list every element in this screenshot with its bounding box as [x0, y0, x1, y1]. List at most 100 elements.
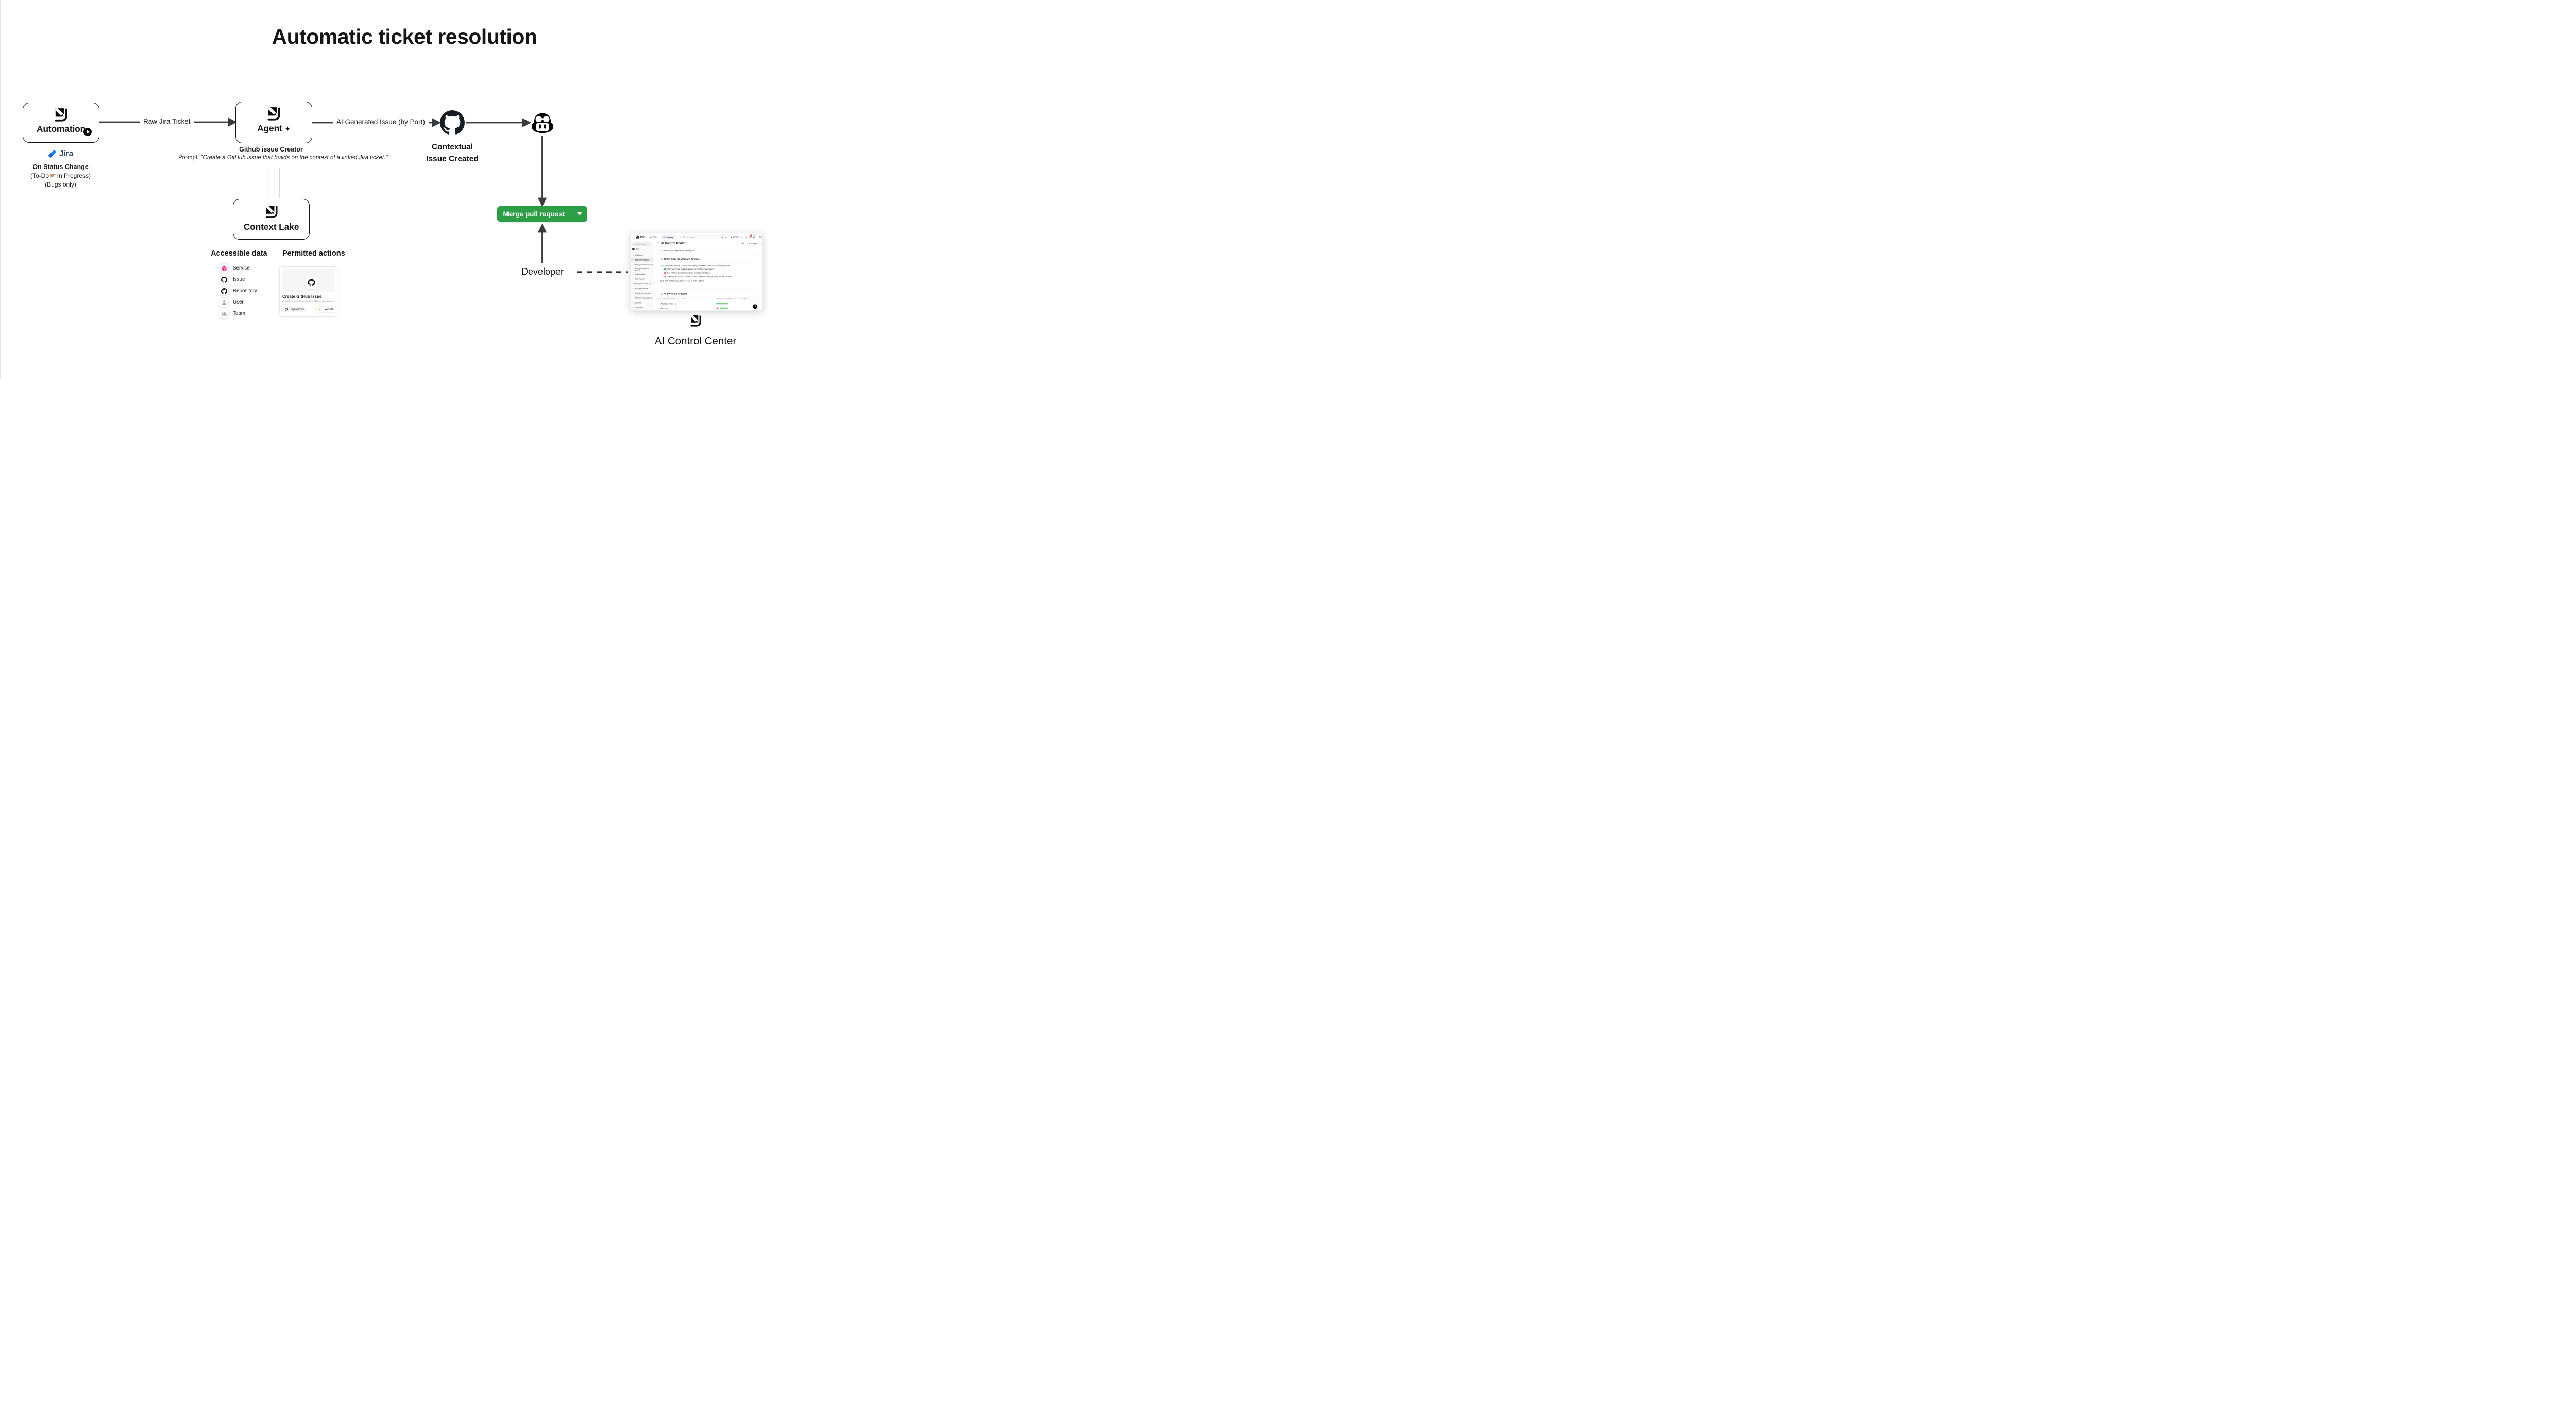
lightning-icon	[318, 308, 321, 311]
k-key-chip: K	[724, 236, 727, 239]
dashboard-top-nav: Port Home Catalog Self-service Search ⌘ …	[631, 233, 762, 241]
connector-lines	[99, 117, 628, 273]
home-icon	[650, 236, 652, 238]
pull-requests-table: AI-driven pull requests ⊙ Coding agent s…	[657, 291, 758, 310]
info-icon: ⓘ	[677, 298, 680, 300]
col-link[interactable]: Link	[733, 297, 737, 299]
jira-wordmark: Jira	[59, 149, 74, 158]
table-row[interactable]: Requested changes 4 ›	[657, 310, 758, 311]
more-menu[interactable]: ⋯	[756, 236, 758, 238]
add-column-button[interactable]: +	[754, 297, 755, 300]
add-widget-button[interactable]: + Widget	[747, 241, 759, 246]
port-logo-icon	[690, 315, 702, 327]
dashboard-sidebar	[631, 241, 654, 310]
agent-prompt: Prompt: "Create a GitHub issue that buil…	[178, 155, 388, 161]
help-button[interactable]: ?	[752, 304, 758, 309]
bullet-item: • Stay aligned across human and AI contr…	[663, 275, 733, 278]
execute-button[interactable]: Execute	[316, 306, 335, 313]
github-icon	[221, 277, 227, 283]
page-more-menu[interactable]: ⋯	[759, 242, 762, 245]
merge-pull-request-button[interactable]: Merge pull request	[497, 206, 587, 222]
sidebar-new-button[interactable]: + New	[632, 248, 639, 250]
jira-trigger-block: Jira On Status Change (To-Do☛In Progress…	[23, 149, 98, 188]
nav-home[interactable]: Home	[652, 236, 658, 238]
merge-options-dropdown[interactable]	[571, 212, 587, 215]
table-row[interactable]: Awaiting review 20 ›	[657, 301, 758, 306]
magnifier-icon	[660, 258, 663, 261]
nav-catalog[interactable]: Catalog	[661, 234, 676, 240]
port-logo-icon	[267, 107, 281, 121]
megaphone-icon[interactable]	[753, 236, 755, 238]
list-item: Repository	[219, 286, 257, 296]
dashboard-info-card: What This Dashboard Shows This dashboard…	[657, 255, 758, 289]
agent-node-label: Agent ✦	[257, 123, 291, 133]
automatic-ticket-resolution-diagram: Automatic ticket resolution Automation J…	[0, 0, 808, 379]
agent-node: Agent ✦	[235, 102, 312, 143]
dashboard-page-title: AI Control Center	[661, 241, 686, 245]
sidebar-item-manage-service-catalog[interactable]: ›Manage service catalog	[633, 263, 653, 266]
automation-node: Automation	[23, 103, 99, 143]
jira-trigger-line2: (To-Do☛In Progress)	[30, 172, 91, 179]
sidebar-item-manage-incidents[interactable]: ▪Manage incidents	[633, 287, 649, 290]
col-coding-agent-status[interactable]: Coding agent status	[660, 297, 676, 299]
merge-button-label[interactable]: Merge pull request	[503, 210, 565, 218]
avatar[interactable]	[758, 235, 762, 239]
context-lake-label: Context Lake	[243, 222, 299, 232]
agents-banner: ✦ See what your agents are working on	[657, 248, 758, 254]
team-icon	[221, 311, 227, 317]
sidebar-item-surveys[interactable]: ›Surveys	[633, 301, 641, 304]
global-search-input[interactable]: Search ⌘ K	[685, 235, 729, 239]
column-type-icon: ⊙	[658, 297, 660, 299]
lightning-icon	[680, 236, 682, 238]
sparkle-icon: ✦	[659, 249, 662, 252]
sidebar-item-catalog-tables[interactable]: ›Catalog tables	[633, 273, 646, 275]
col-pull-request-urgency[interactable]: Pull Request Urgency	[716, 297, 732, 299]
sidebar-item-manage-users-teams[interactable]: ›Manage users and teams	[633, 267, 649, 272]
urgency-bar-red	[716, 307, 719, 309]
port-logo-icon	[636, 236, 639, 239]
handshake-icon	[664, 275, 667, 278]
col-days-old[interactable]: Days Old	[742, 297, 750, 299]
edge-label-ai-generated-issue: AI Generated Issue (by Port)	[333, 118, 429, 126]
sidebar-item-daily-tasks[interactable]: ▪Daily Tasks	[633, 306, 644, 309]
sidebar-item-platform-requests[interactable]: ▪Platform Requests Da...	[633, 297, 653, 299]
col-title[interactable]: Title	[683, 297, 686, 299]
sidebar-item-ai-control-center[interactable]: ✦AI Control Center	[631, 257, 653, 262]
search-icon	[687, 236, 689, 238]
edge-label-raw-jira-ticket: Raw Jira Ticket	[140, 117, 194, 125]
sidebar-item-comply-standards[interactable]: ▪Comply with standar...	[633, 292, 652, 294]
plus-icon: +	[632, 248, 635, 250]
jira-trigger-line3: (Bugs only)	[45, 181, 76, 188]
nav-builder[interactable]: Builder	[733, 236, 739, 238]
people-icon[interactable]	[742, 242, 744, 245]
cube-icon	[221, 265, 227, 272]
list-item: User	[219, 297, 244, 307]
sidebar-search-input[interactable]: Search pages	[632, 242, 651, 246]
copilot-icon	[531, 112, 554, 135]
urgency-bar-green	[720, 307, 728, 309]
page-title: Automatic ticket resolution	[272, 25, 537, 48]
checklist-icon[interactable]	[745, 236, 747, 238]
sparkle-icon: ✦	[284, 125, 291, 133]
invite-user-icon[interactable]	[741, 236, 743, 238]
sidebar-item-manage-team-work[interactable]: ▪Manage my team's w...	[633, 282, 652, 285]
sidebar-item-ai-initiative[interactable]: ✦AI Initiative	[632, 254, 643, 256]
play-button[interactable]	[83, 128, 92, 136]
github-icon	[285, 308, 288, 311]
context-lake-node: Context Lake	[233, 199, 310, 240]
ai-control-center-label: AI Control Center	[654, 335, 737, 347]
developer-label: Developer	[521, 266, 564, 277]
agent-details: Github issue Creator Prompt: "Create a G…	[178, 146, 388, 161]
urgency-bar-green	[716, 303, 728, 305]
list-item: Issue	[219, 275, 245, 284]
search-icon	[634, 243, 635, 245]
github-caption: Contextual Issue Created	[426, 143, 479, 163]
list-item: Service	[219, 263, 250, 273]
check-icon: ✓	[664, 268, 667, 271]
automation-node-label: Automation	[36, 124, 86, 134]
permitted-action-card: Create GitHub Issue Create a new issue i…	[279, 266, 338, 317]
table-row[interactable]: Approved 5 ›	[657, 306, 758, 310]
sidebar-item-plan-my-day[interactable]: ▪Plan my day	[633, 278, 645, 280]
bullet-item: • ! See which incidents are actively bei…	[663, 272, 711, 274]
repository-tag[interactable]: Repository	[282, 306, 307, 312]
